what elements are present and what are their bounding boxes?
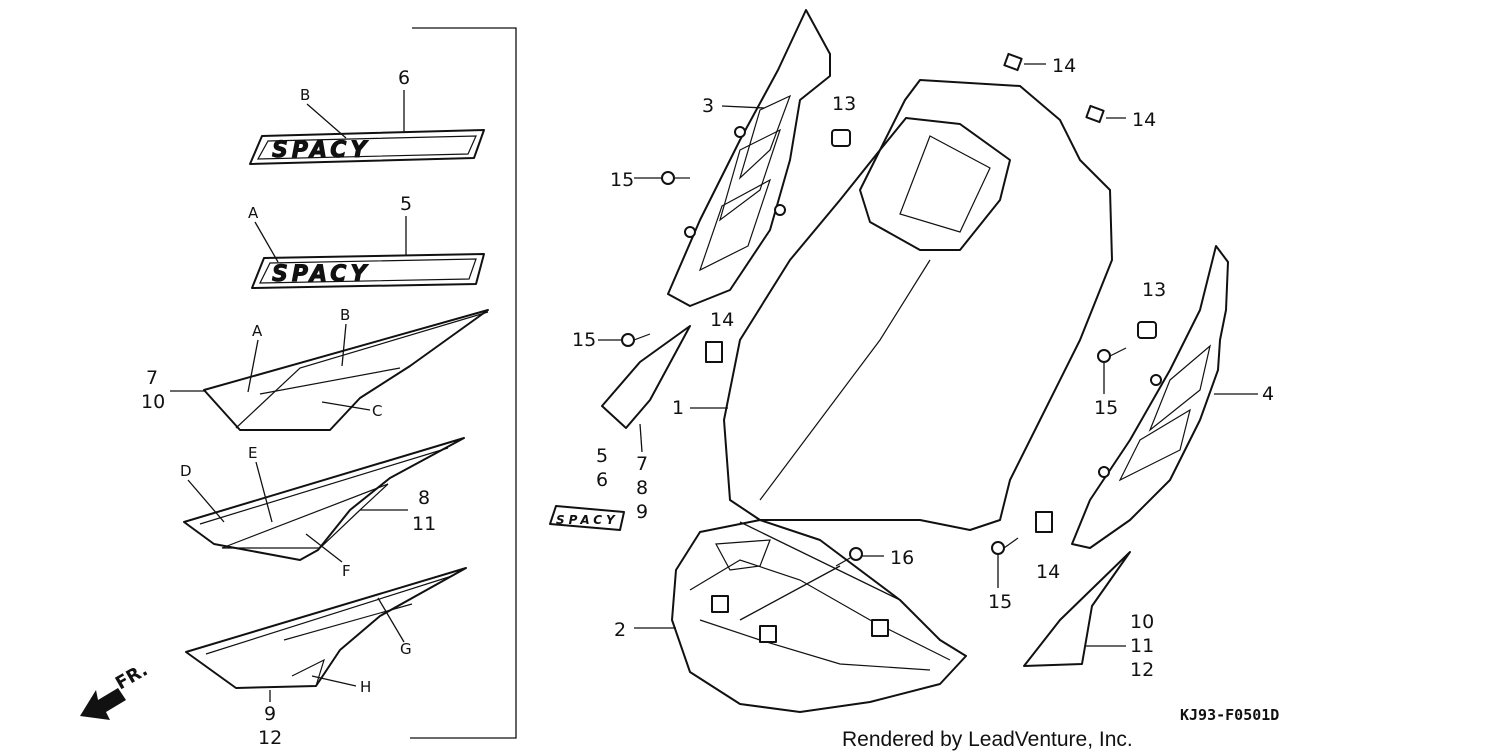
- callout-12-bottom: 12: [258, 727, 282, 749]
- stripe-7-10[interactable]: [203, 309, 489, 431]
- label-G-stripe: G: [400, 640, 412, 658]
- screw-15-a[interactable]: [661, 171, 690, 185]
- label-E-stripe: E: [248, 444, 257, 462]
- callout-3: 3: [702, 95, 714, 117]
- callout-10-left: 10: [141, 391, 165, 413]
- label-A-emblem5: A: [248, 204, 259, 222]
- clip-14-b[interactable]: [1085, 104, 1105, 124]
- callout-7-center: 7: [636, 453, 648, 475]
- stripe-9-12[interactable]: [185, 567, 467, 689]
- callout-8-left: 8: [418, 487, 430, 509]
- grommet-13-a[interactable]: [831, 129, 851, 147]
- callout-11-right: 11: [1130, 635, 1154, 657]
- screw-16[interactable]: [835, 547, 863, 567]
- clip-14-a[interactable]: [1003, 52, 1023, 72]
- callout-15-d: 15: [988, 591, 1012, 613]
- emblem-5[interactable]: SPACY: [251, 253, 485, 289]
- callout-8-center: 8: [636, 477, 648, 499]
- callout-15-c: 15: [1094, 397, 1118, 419]
- callout-16: 16: [890, 547, 914, 569]
- screw-15-b[interactable]: [621, 333, 651, 347]
- patch-10-11-12[interactable]: [1023, 551, 1131, 667]
- part-4-right-inner-panel[interactable]: [1071, 245, 1229, 549]
- emblem-5-logo: SPACY: [272, 262, 370, 287]
- label-B-emblem6: B: [300, 86, 310, 104]
- callout-6: 6: [398, 67, 410, 89]
- callout-10-right: 10: [1130, 611, 1154, 633]
- label-C-stripe: C: [372, 402, 382, 420]
- callout-9-center: 9: [636, 501, 648, 523]
- callout-15-a: 15: [610, 169, 634, 191]
- front-direction-arrow-icon: [80, 688, 126, 720]
- label-A-stripe: A: [252, 322, 263, 340]
- diagram-code: KJ93-F0501D: [1180, 706, 1279, 724]
- callout-13-b: 13: [1142, 279, 1166, 301]
- clip-14-c[interactable]: [705, 341, 723, 363]
- callout-14-a: 14: [1052, 55, 1076, 77]
- callout-6-center: 6: [596, 469, 608, 491]
- part-2-lower-cover[interactable]: [671, 519, 967, 713]
- label-H-stripe: H: [360, 678, 371, 696]
- patch-7-8-9[interactable]: [601, 325, 691, 429]
- callout-9-bottom: 9: [264, 703, 276, 725]
- callout-14-c: 14: [710, 309, 734, 331]
- label-F-stripe: F: [342, 562, 351, 580]
- part-3-left-inner-panel[interactable]: [667, 9, 831, 307]
- label-B-stripe: B: [340, 306, 350, 324]
- label-D-stripe: D: [180, 462, 192, 480]
- callout-14-b: 14: [1132, 109, 1156, 131]
- callout-5: 5: [400, 193, 412, 215]
- emblem-6-logo: SPACY: [272, 138, 370, 163]
- callout-2: 2: [614, 619, 626, 641]
- callout-13-a: 13: [832, 93, 856, 115]
- emblem-6[interactable]: SPACY: [249, 129, 485, 165]
- callout-5-center: 5: [596, 445, 608, 467]
- callout-4: 4: [1262, 383, 1274, 405]
- grommet-13-b[interactable]: [1137, 321, 1157, 339]
- group-bracket: [410, 27, 517, 739]
- emblem-small-5-6[interactable]: SPACY: [549, 505, 625, 531]
- callout-11-left: 11: [412, 513, 436, 535]
- callout-12-right: 12: [1130, 659, 1154, 681]
- emblem-small-logo: SPACY: [556, 513, 619, 527]
- credit-text: Rendered by LeadVenture, Inc.: [842, 728, 1133, 751]
- screw-15-d[interactable]: [991, 537, 1019, 555]
- callout-7-left: 7: [146, 367, 158, 389]
- callout-14-d: 14: [1036, 561, 1060, 583]
- part-1-front-cover[interactable]: [723, 79, 1113, 531]
- callout-1: 1: [672, 397, 684, 419]
- callout-15-b: 15: [572, 329, 596, 351]
- screw-15-c[interactable]: [1097, 347, 1127, 363]
- clip-14-d[interactable]: [1035, 511, 1053, 533]
